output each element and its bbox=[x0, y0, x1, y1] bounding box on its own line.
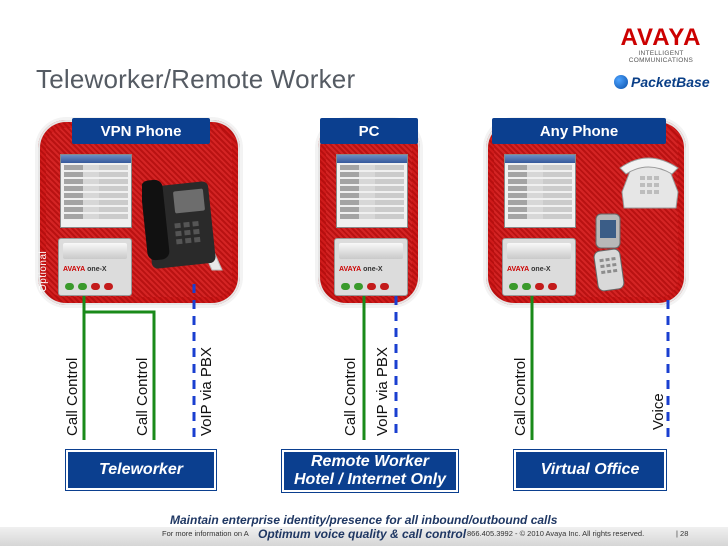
voip-via-pbx-label: VoIP via PBX bbox=[374, 347, 391, 436]
page-number: | 28 bbox=[676, 529, 688, 538]
call-control-label: Call Control bbox=[512, 358, 529, 436]
call-control-label: Call Control bbox=[342, 358, 359, 436]
remote-worker-line1: Remote Worker bbox=[294, 453, 446, 471]
voice-label: Voice bbox=[650, 393, 667, 430]
footer-copyright: 866.405.3992 - © 2010 Avaya Inc. All rig… bbox=[467, 529, 644, 538]
virtual-office-box: Virtual Office bbox=[514, 450, 666, 490]
voip-via-pbx-label: VoIP via PBX bbox=[198, 347, 215, 436]
remote-worker-box: Remote Worker Hotel / Internet Only bbox=[282, 450, 458, 492]
remote-worker-line2: Hotel / Internet Only bbox=[294, 471, 446, 489]
footer-line2: Optimum voice quality & call control bbox=[258, 527, 466, 541]
teleworker-box: Teleworker bbox=[66, 450, 216, 490]
call-control-label: Call Control bbox=[64, 358, 81, 436]
footer-line1: Maintain enterprise identity/presence fo… bbox=[170, 513, 557, 527]
call-control-label: Call Control bbox=[134, 358, 151, 436]
